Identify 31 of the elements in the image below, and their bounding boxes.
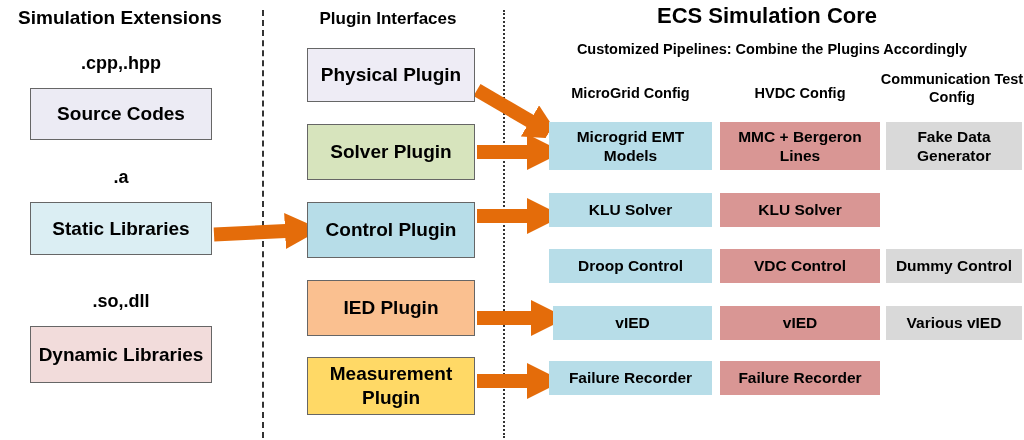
component-box: Solver Plugin [307, 124, 475, 180]
config-cell: VDC Control [720, 249, 880, 283]
config-cell: MMC + Bergeron Lines [720, 122, 880, 170]
subheading: Customized Pipelines: Combine the Plugins Accordingly [575, 40, 969, 59]
config-cell: Failure Recorder [549, 361, 712, 395]
component-box: IED Plugin [307, 280, 475, 336]
column-header: MicroGrid Config [570, 84, 691, 103]
component-box: Source Codes [30, 88, 212, 140]
config-cell: Droop Control [549, 249, 712, 283]
component-box: Static Libraries [30, 202, 212, 255]
config-cell: Failure Recorder [720, 361, 880, 395]
config-cell: KLU Solver [549, 193, 712, 227]
file-extension: .a [112, 166, 130, 189]
column-header: Communication Test Config [880, 70, 1024, 107]
config-cell: Fake Data Generator [886, 122, 1022, 170]
column-heading: ECS Simulation Core [655, 2, 878, 30]
component-box: Dynamic Libraries [30, 326, 212, 383]
column-heading: Simulation Extensions [17, 6, 223, 30]
config-cell: Various vIED [886, 306, 1022, 340]
component-box: Control Plugin [307, 202, 475, 258]
config-cell: Dummy Control [886, 249, 1022, 283]
config-cell: Microgrid EMT Models [549, 122, 712, 170]
file-extension: .so,.dll [91, 290, 151, 313]
column-heading: Plugin Interfaces [318, 8, 458, 30]
config-cell: vIED [553, 306, 712, 340]
component-box: Physical Plugin [307, 48, 475, 102]
config-cell: vIED [720, 306, 880, 340]
column-header: HVDC Config [753, 84, 847, 103]
config-cell: KLU Solver [720, 193, 880, 227]
file-extension: .cpp,.hpp [80, 52, 162, 75]
component-box: Measurement Plugin [307, 357, 475, 415]
